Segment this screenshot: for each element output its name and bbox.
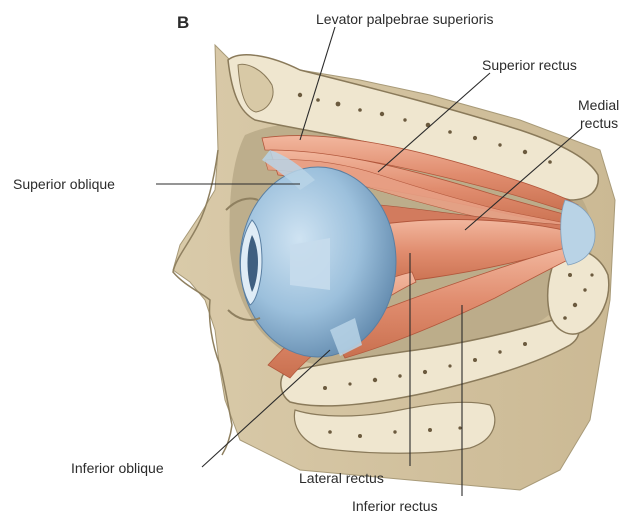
- label-medial-rectus-line1: Medial: [578, 97, 619, 113]
- label-lateral-rectus: Lateral rectus: [299, 470, 384, 486]
- lateral-tendon: [290, 238, 330, 290]
- label-superior-rectus: Superior rectus: [482, 57, 577, 73]
- panel-letter: B: [177, 13, 189, 33]
- label-inferior-rectus: Inferior rectus: [352, 498, 438, 514]
- label-medial-rectus-line2: rectus: [580, 115, 618, 131]
- label-levator-palpebrae-superioris: Levator palpebrae superioris: [316, 11, 493, 27]
- label-superior-oblique: Superior oblique: [13, 176, 115, 192]
- label-inferior-oblique: Inferior oblique: [71, 460, 164, 476]
